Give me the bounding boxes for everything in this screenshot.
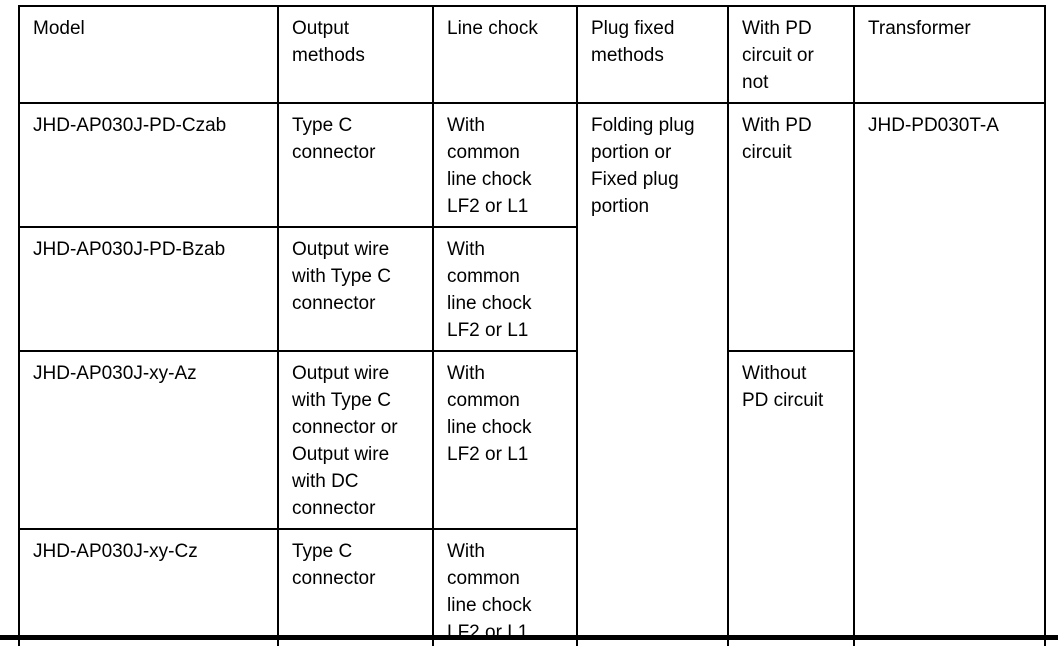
table-header-row: Model Output methods Line chock Plug fix… — [18, 5, 1046, 104]
cell-plug-fixed-methods: Folding plug portion or Fixed plug porti… — [576, 102, 729, 646]
cell-transformer: JHD-PD030T-A — [853, 102, 1046, 646]
cell-output-method-4: Type C connector — [277, 528, 434, 646]
cell-output-method-1: Type C connector — [277, 102, 434, 228]
cell-model-2: JHD-AP030J-PD-Bzab — [18, 226, 279, 352]
cell-line-chock-4: With common line chock LF2 or L1 — [432, 528, 578, 646]
cell-line-chock-1: With common line chock LF2 or L1 — [432, 102, 578, 228]
product-spec-table: Model Output methods Line chock Plug fix… — [18, 5, 1046, 646]
cell-model-3: JHD-AP030J-xy-Az — [18, 350, 279, 530]
page-bottom-rule — [0, 635, 1058, 640]
cell-line-chock-3: With common line chock LF2 or L1 — [432, 350, 578, 530]
cell-output-method-2: Output wire with Type C connector — [277, 226, 434, 352]
table-row: JHD-AP030J-xy-Az Output wire with Type C… — [18, 350, 1045, 646]
column-header-transformer: Transformer — [853, 5, 1046, 104]
column-header-output-methods: Output methods — [277, 5, 434, 104]
table-row: JHD-AP030J-PD-Bzab Output wire with Type… — [18, 226, 1045, 352]
cell-line-chock-2: With common line chock LF2 or L1 — [432, 226, 578, 352]
column-header-pd-circuit: With PD circuit or not — [727, 5, 855, 104]
column-header-line-chock: Line chock — [432, 5, 578, 104]
column-header-plug-fixed-methods: Plug fixed methods — [576, 5, 729, 104]
cell-with-pd-circuit: With PD circuit — [727, 102, 855, 352]
cell-without-pd-circuit: Without PD circuit — [727, 350, 855, 646]
column-header-model: Model — [18, 5, 279, 104]
cell-model-4: JHD-AP030J-xy-Cz — [18, 528, 279, 646]
cell-output-method-3: Output wire with Type C connector or Out… — [277, 350, 434, 530]
table-row: JHD-AP030J-PD-Czab Type C connector With… — [18, 102, 1046, 646]
cell-model-1: JHD-AP030J-PD-Czab — [18, 102, 279, 228]
